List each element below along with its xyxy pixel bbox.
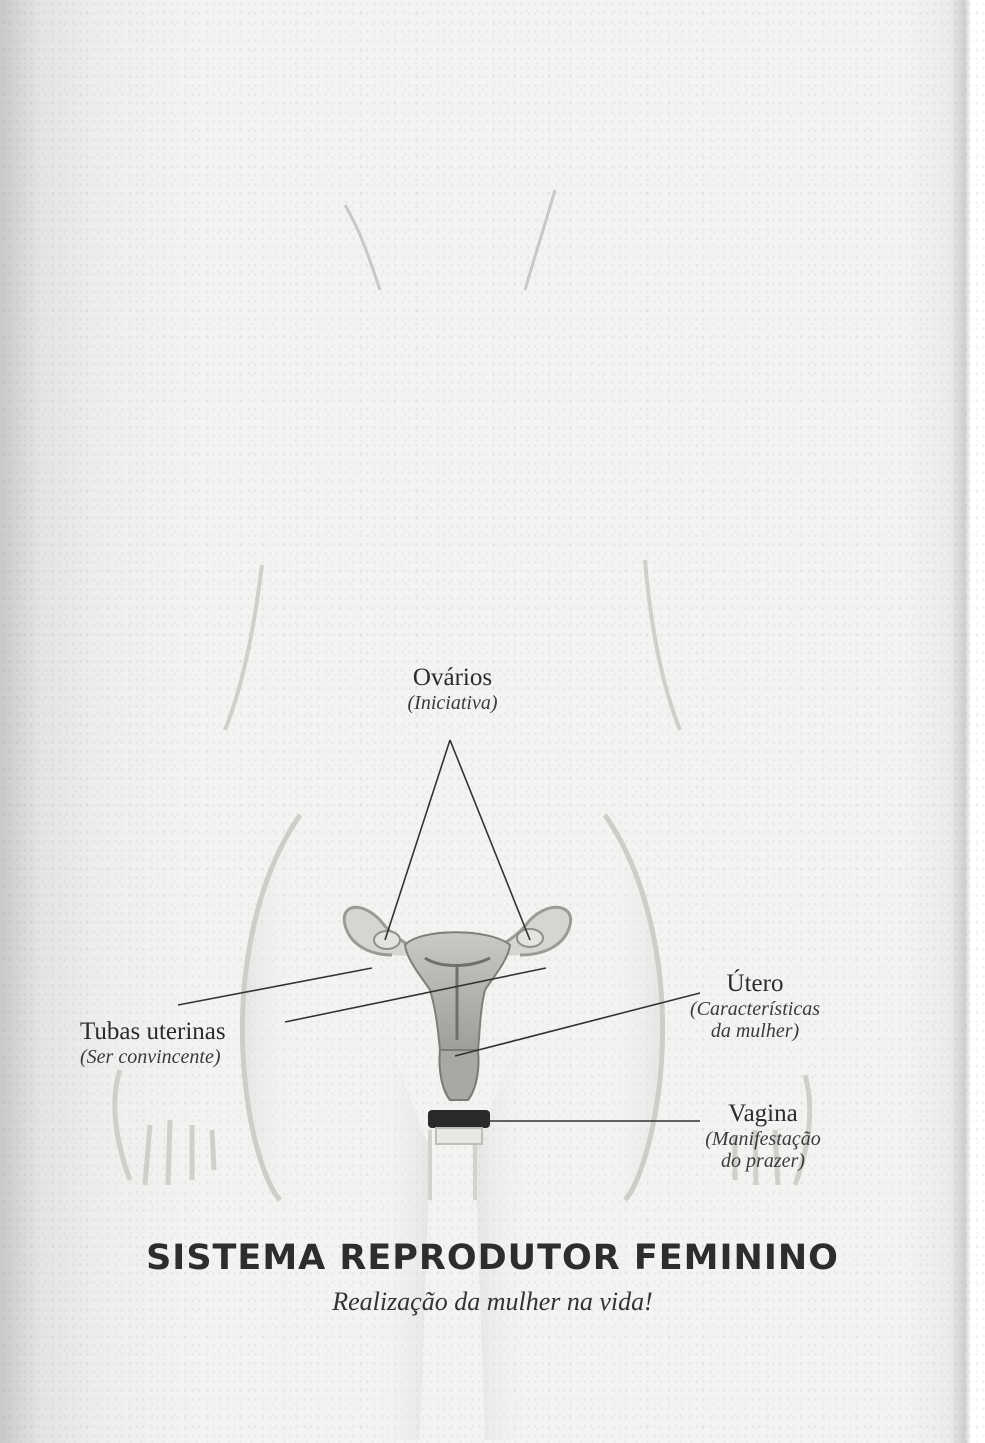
ovarios-leader-left <box>385 740 450 940</box>
neck-outline <box>345 190 555 290</box>
vagina-meaning-2: do prazer) <box>678 1150 848 1172</box>
ovarios-meaning: (Iniciativa) <box>385 692 520 714</box>
ovarios-name: Ovários <box>385 664 520 692</box>
tubas-label: Tubas uterinas (Ser convincente) <box>80 1018 280 1068</box>
tubas-meaning: (Ser convincente) <box>80 1046 280 1068</box>
vagina-meaning-1: (Manifestação <box>678 1128 848 1150</box>
tubas-name: Tubas uterinas <box>80 1018 280 1046</box>
ovarios-leader-right <box>450 740 530 940</box>
utero-name: Útero <box>660 970 850 998</box>
left-hand <box>115 1070 214 1185</box>
utero-meaning-1: (Características <box>660 998 850 1020</box>
page-title: SISTEMA REPRODUTOR FEMININO <box>0 1238 985 1278</box>
utero-label: Útero (Características da mulher) <box>660 970 850 1042</box>
utero-meaning-2: da mulher) <box>660 1020 850 1042</box>
vagina-name: Vagina <box>678 1100 848 1128</box>
ovarios-label: Ovários (Iniciativa) <box>385 664 520 714</box>
page-subtitle: Realização da mulher na vida! <box>0 1287 985 1317</box>
vagina-label: Vagina (Manifestação do prazer) <box>678 1100 848 1172</box>
